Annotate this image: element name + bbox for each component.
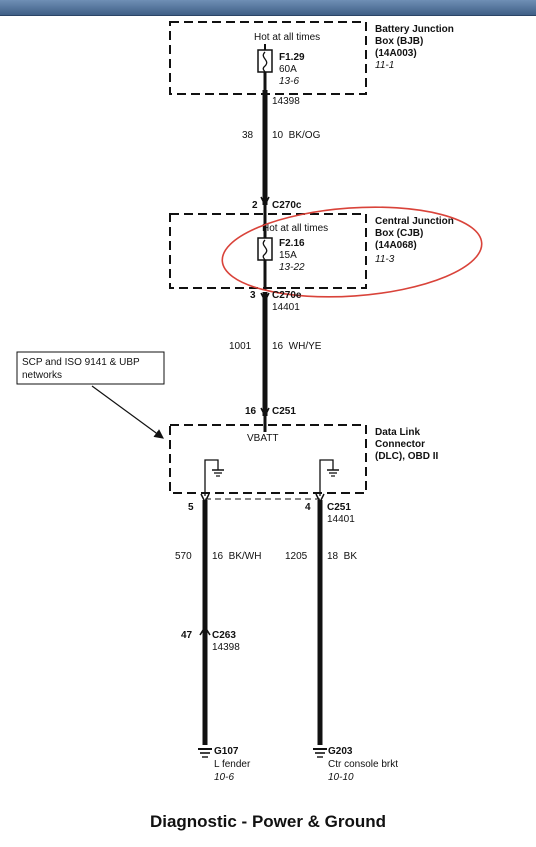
c251-bottom-name: C251 (327, 502, 351, 513)
dlc-internal-ground-left-icon (204, 459, 224, 496)
dlc-name-line2: Connector (375, 439, 425, 450)
wire4-gauge-color: 18 BK (327, 551, 357, 562)
g203-ref: 10-10 (328, 772, 354, 783)
c263-connector-icon (199, 625, 211, 636)
cjb-page-ref: 11-3 (375, 254, 395, 265)
dlc-name-line1: Data Link (375, 427, 420, 438)
dlc-name-line3: (DLC), OBD II (375, 451, 439, 462)
bjb-box (169, 21, 367, 95)
g107-ref: 10-6 (214, 772, 234, 783)
c270e-name: C270e (272, 290, 302, 301)
wire2-gauge-color: 16 WH/YE (272, 341, 322, 352)
dlc-box (169, 424, 367, 494)
c263-circuit: 14398 (212, 642, 240, 653)
wire3-gauge-color: 16 BK/WH (212, 551, 261, 562)
callout-line2: networks (22, 370, 62, 381)
dlc-inside-label: VBATT (247, 433, 278, 444)
callout-line1: SCP and ISO 9141 & UBP (22, 357, 140, 368)
c263-name: C263 (212, 630, 236, 641)
c263-pin: 47 (181, 630, 193, 641)
g107-ground-icon (198, 748, 212, 758)
wire2-circuit: 1001 (229, 341, 252, 352)
bjb-fuse-icon (257, 49, 273, 73)
c251-top-pin: 16 (245, 406, 257, 417)
wire3-circuit: 570 (175, 551, 192, 562)
window-title-bar (0, 0, 536, 16)
callout-box (16, 351, 165, 385)
bjb-fuse-ref: 13-6 (279, 76, 299, 87)
wire4-circuit: 1205 (285, 551, 308, 562)
bjb-hot-label: Hot at all times (254, 32, 320, 43)
highlight-ellipse (221, 206, 483, 298)
c270c-pin: 2 (252, 200, 258, 211)
bjb-name-line2: Box (BJB) (375, 36, 423, 47)
bjb-name-line1: Battery Junction (375, 24, 454, 35)
wire1-gauge-color: 10 BK/OG (272, 130, 321, 141)
cjb-fuse-icon (257, 237, 273, 261)
c270c-name: C270c (272, 200, 302, 211)
c251-bottom-circuit: 14401 (327, 514, 355, 525)
c270e-pin: 3 (250, 290, 256, 301)
g107-name: G107 (214, 746, 239, 757)
diagram-title: Diagnostic - Power & Ground (150, 812, 386, 831)
g203-name: G203 (328, 746, 353, 757)
g203-location: Ctr console brkt (328, 759, 398, 770)
cjb-name-line1: Central Junction (375, 216, 454, 227)
bjb-page-ref: 11-1 (375, 60, 394, 71)
cjb-fuse-rating: 15A (279, 250, 297, 261)
g107-location: L fender (214, 759, 251, 770)
cjb-box (169, 213, 367, 289)
bjb-circuit-below: 14398 (272, 96, 300, 107)
c270e-circuit: 14401 (272, 302, 300, 313)
cjb-fuse-ref: 13-22 (279, 262, 305, 273)
wire1-circuit: 38 (242, 130, 254, 141)
cjb-fuse-id: F2.16 (279, 238, 305, 249)
bjb-fuse-rating: 60A (279, 64, 297, 75)
c251-bottom-pin-right: 4 (305, 502, 311, 513)
g203-ground-icon (313, 748, 327, 758)
callout-arrow (91, 385, 164, 439)
cjb-name-line2: Box (CJB) (375, 228, 423, 239)
c251-bottom-pin-left: 5 (188, 502, 194, 513)
bjb-fuse-id: F1.29 (279, 52, 305, 63)
cjb-part-no: (14A068) (375, 240, 417, 251)
c251-top-name: C251 (272, 406, 296, 417)
cjb-hot-label: Hot at all times (262, 223, 328, 234)
dlc-internal-ground-right-icon (319, 459, 339, 496)
bjb-part-no: (14A003) (375, 48, 417, 59)
